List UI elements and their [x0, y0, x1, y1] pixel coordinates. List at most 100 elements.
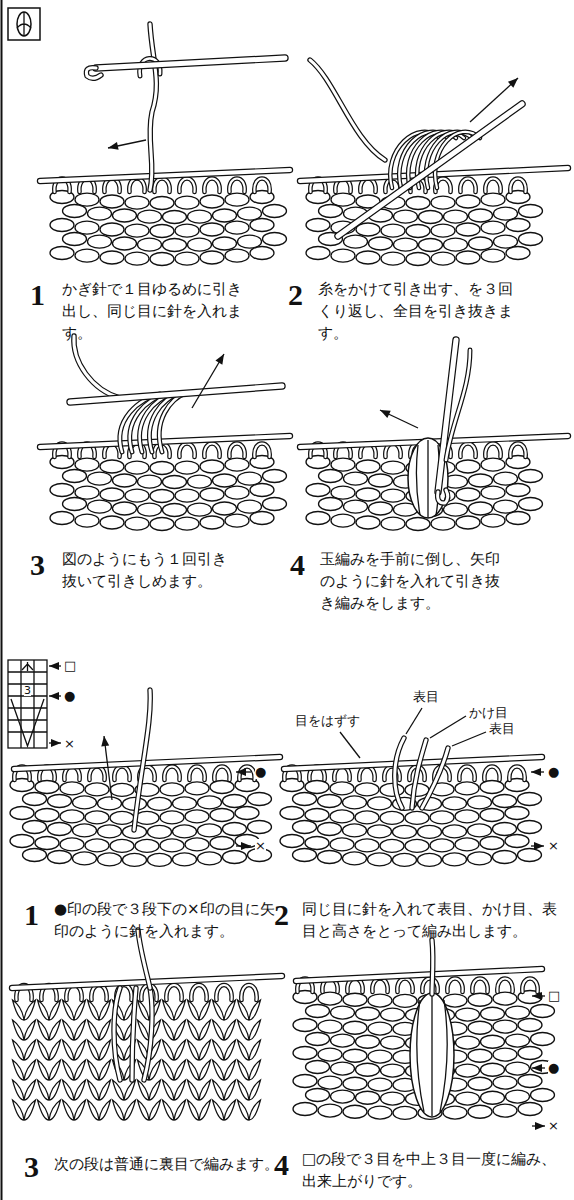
purl-bump	[263, 205, 287, 218]
purl-bump	[456, 516, 480, 529]
purl-bump	[173, 853, 197, 866]
purl-bump	[113, 209, 137, 222]
knit-stitch	[238, 1100, 250, 1120]
purl-bump	[394, 238, 418, 251]
knit-stitch	[213, 1040, 225, 1060]
pulled-loop	[412, 740, 426, 808]
purl-bump	[160, 783, 184, 796]
direction-arrow	[508, 78, 518, 88]
purl-bump	[356, 1035, 380, 1048]
leader-line	[430, 716, 466, 738]
pulled-loop	[412, 740, 426, 808]
purl-bump	[198, 824, 222, 837]
knit-stitch	[238, 1080, 250, 1100]
knit-stitch	[199, 1040, 211, 1060]
purl-bump	[160, 811, 184, 824]
purl-bump	[188, 238, 212, 251]
step-number: 3	[30, 550, 45, 580]
purl-bump	[368, 1106, 392, 1119]
knit-stitch	[224, 1080, 236, 1100]
purl-bump	[225, 193, 249, 206]
purl-bump	[75, 514, 99, 527]
needle-loop	[189, 767, 204, 781]
purl-bump	[125, 196, 149, 209]
purl-bump	[306, 1061, 330, 1074]
row-arrow	[535, 1122, 545, 1130]
knit-stitch	[24, 1080, 36, 1100]
purl-bump	[305, 836, 329, 849]
purl-bump	[293, 1019, 317, 1032]
knit-stitch	[238, 1060, 250, 1080]
knit-stitch	[13, 1100, 25, 1120]
needle-loop	[164, 767, 179, 781]
knit-stitch	[213, 1100, 225, 1120]
purl-bump	[519, 498, 543, 511]
purl-bump	[393, 853, 417, 866]
knit-stitch	[138, 1000, 150, 1020]
purl-bump	[356, 1091, 380, 1104]
purl-bump	[455, 782, 479, 795]
row-arrow	[49, 692, 59, 700]
knit-stitch	[38, 1000, 50, 1020]
purl-bump	[406, 225, 430, 238]
purl-bump	[468, 796, 492, 809]
purl-bump	[163, 239, 187, 252]
purl-bump	[210, 808, 234, 821]
step-text: □の段で３目を中上３目一度に編み、出来上がりです。	[302, 1149, 564, 1193]
knit-stitch	[63, 1000, 75, 1020]
knit-stitch	[138, 1020, 150, 1040]
row-marker: □	[64, 659, 76, 673]
purl-bump	[531, 1033, 555, 1046]
chart-symbol	[11, 699, 44, 746]
purl-bump	[368, 1022, 392, 1035]
knit-stitch	[74, 1040, 86, 1060]
row-marker: ●	[548, 1061, 559, 1075]
crochet-hook	[86, 68, 101, 79]
needle-loop	[509, 767, 524, 781]
purl-bump	[113, 474, 137, 487]
purl-bump	[343, 1049, 367, 1062]
yarn	[310, 60, 385, 160]
purl-bump	[493, 1104, 517, 1117]
purl-bump	[381, 252, 405, 265]
purl-bump	[10, 835, 34, 848]
purl-bump	[225, 514, 249, 527]
purl-bump	[356, 488, 380, 501]
purl-bump	[494, 207, 518, 220]
step-illustration	[300, 60, 568, 266]
purl-bump	[223, 794, 247, 807]
purl-bump	[343, 1077, 367, 1090]
purl-bump	[250, 512, 274, 525]
purl-bump	[50, 247, 74, 260]
step-number: 2	[274, 900, 289, 930]
stitch-label: 表目	[412, 690, 440, 705]
knit-stitch	[224, 1100, 236, 1120]
purl-bump	[48, 794, 72, 807]
purl-bump	[456, 1036, 480, 1049]
purl-bump	[493, 1020, 517, 1033]
purl-bump	[381, 489, 405, 502]
knit-stitch	[49, 1100, 61, 1120]
knit-stitch	[199, 1080, 211, 1100]
purl-bump	[319, 470, 343, 483]
knit-stitch	[249, 1020, 261, 1040]
needle-loop	[191, 985, 206, 1000]
purl-bump	[293, 821, 317, 834]
purl-bump	[60, 838, 84, 851]
knit-stitch	[74, 1000, 86, 1020]
purl-bump	[305, 808, 329, 821]
purl-bump	[368, 1078, 392, 1091]
purl-bump	[418, 853, 442, 866]
knit-stitch	[224, 1020, 236, 1040]
purl-bump	[518, 793, 542, 806]
purl-bump	[100, 516, 124, 529]
needle-loop	[485, 444, 500, 458]
purl-bump	[381, 1036, 405, 1049]
row-marker: ●	[548, 765, 559, 779]
purl-bump	[250, 484, 274, 497]
purl-bump	[250, 247, 274, 260]
needle-loop	[510, 179, 525, 193]
purl-bump	[494, 500, 518, 513]
row-marker: ●	[64, 689, 75, 703]
